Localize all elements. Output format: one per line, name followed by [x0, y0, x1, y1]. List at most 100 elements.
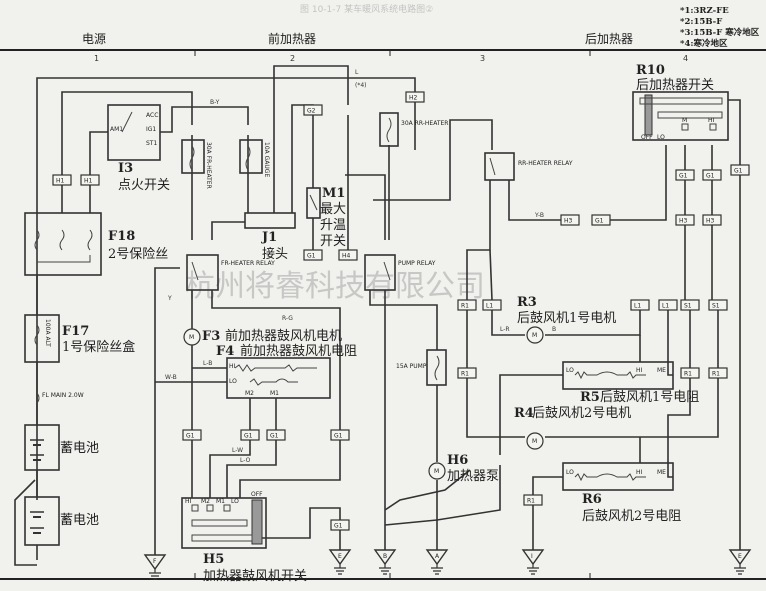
svg-text:M: M	[532, 332, 537, 339]
legend-item: *2:15B-F	[680, 17, 722, 27]
connector-label: H4	[342, 253, 351, 260]
component-id: I3	[118, 161, 133, 176]
connector-label: H1	[56, 178, 65, 185]
term: M	[682, 117, 687, 124]
connector-label: H2	[409, 95, 418, 102]
connector-label: R1	[461, 371, 469, 378]
fr-heater-relay: FR-HEATER RELAY	[186, 254, 275, 291]
connector: R1	[523, 494, 543, 506]
connector: R1	[457, 299, 477, 311]
relay-label: RR-HEATER RELAY	[518, 160, 573, 167]
component-id: R5	[580, 390, 600, 405]
relay-label: PUMP RELAY	[398, 260, 436, 267]
term: HI	[636, 469, 643, 476]
connector: G1	[303, 249, 323, 261]
component-name: 前加热器鼓风机电机	[225, 328, 342, 344]
connector: H3	[702, 214, 722, 226]
component-name: 最大	[320, 202, 346, 217]
rear-blower-resistor-r6: LO HI ME R6 后鼓风机2号电阻	[562, 462, 681, 524]
component-name: 后鼓风机1号电机	[517, 311, 616, 326]
term: HI	[185, 498, 192, 505]
wire-code: B-Y	[210, 99, 220, 106]
column-number: 4	[683, 54, 688, 63]
term: LO	[566, 367, 574, 374]
connector-label: G2	[307, 108, 316, 115]
connector-label: L1	[662, 303, 669, 310]
ground-label: A	[435, 553, 440, 560]
connector-label: G1	[679, 173, 688, 180]
section-front-heater: 前加热器	[268, 31, 316, 46]
legend-item: *3:15B-F 寒冷地区	[680, 27, 760, 38]
rear-blower-motor-r3: M R3 后鼓风机1号电机	[517, 295, 616, 344]
ground-icon: E	[328, 549, 352, 575]
component-name: 后鼓风机2号电机	[532, 406, 631, 421]
wire-code: (*4)	[355, 82, 367, 89]
wire-code: L-W	[232, 447, 243, 454]
term: OFF	[641, 134, 653, 141]
fuse-gauge: 10A GAUGE	[239, 139, 270, 177]
component-id: M1	[322, 186, 345, 201]
fuse-label: 15A PUMP	[396, 363, 427, 370]
legend-item: *4:寒冷地区	[680, 38, 728, 49]
wire-code: W-B	[165, 374, 177, 381]
connector-label: R1	[527, 498, 535, 505]
column-ticks	[194, 50, 591, 579]
faint-title: 图 10-1-7 某车暖风系统电路图②	[300, 3, 433, 15]
component-name: 加热器鼓风机开关	[203, 569, 307, 584]
legend: *1:3RZ-FE *2:15B-F *3:15B-F 寒冷地区 *4:寒冷地区	[680, 6, 760, 49]
term: ME	[657, 469, 666, 476]
connector-label: R1	[712, 371, 720, 378]
wire-code: R-G	[282, 315, 293, 322]
column-number: 2	[290, 54, 295, 63]
component-id: F18	[108, 229, 135, 244]
connector-label: G1	[334, 523, 343, 530]
component-id: R4	[514, 406, 534, 421]
ground-label: F	[153, 558, 157, 565]
ground-label: I	[531, 553, 533, 560]
component-name: 接头	[262, 246, 288, 262]
connector-label: G1	[734, 168, 743, 175]
connector: H1	[80, 174, 100, 186]
connector-label: R1	[461, 303, 469, 310]
connector: R1	[708, 367, 728, 379]
term-ig1: IG1	[146, 126, 156, 133]
component-name: 蓄电池	[60, 441, 99, 456]
component-id: H6	[447, 453, 468, 468]
battery-2: 蓄电池	[24, 496, 99, 546]
component-name: 2号保险丝	[108, 247, 168, 262]
connector: G1	[240, 429, 260, 441]
connector-label: L1	[634, 303, 641, 310]
connector-label: R1	[684, 371, 692, 378]
connector-label: G1	[244, 433, 253, 440]
svg-text:M: M	[532, 438, 537, 445]
term-acc: ACC	[146, 112, 158, 119]
term: HI	[708, 117, 715, 124]
connector: G1	[182, 429, 202, 441]
component-name: 后鼓风机2号电阻	[582, 509, 681, 524]
component-name: 后鼓风机1号电阻	[600, 390, 699, 405]
wire-code: Y-B	[534, 212, 544, 219]
term: LO	[657, 134, 665, 141]
term: LO	[229, 378, 237, 385]
wire-code: L-R	[500, 326, 510, 333]
svg-text:M: M	[189, 334, 194, 341]
component-id: R10	[636, 63, 665, 78]
connector: G1	[730, 164, 750, 176]
connector-label: H1	[84, 178, 93, 185]
wire-code: L	[355, 69, 359, 76]
fuse-rr-heater: 30A RR-HEATER	[379, 112, 448, 147]
connector: G1	[330, 429, 350, 441]
fuse-box-f17: 100A ALT FL MAIN 2.0W F17 1号保险丝盒	[24, 314, 135, 404]
connector: S1	[708, 299, 728, 311]
connector-label: G1	[706, 173, 715, 180]
connector-label: L1	[486, 303, 493, 310]
term-st1: ST1	[146, 140, 157, 147]
connector-label: G1	[595, 218, 604, 225]
connector-label: H3	[564, 218, 573, 225]
connector: H3	[560, 214, 580, 226]
rear-blower-resistor-r5: LO HI ME R5 后鼓风机1号电阻	[562, 361, 699, 405]
component-id: R6	[582, 492, 602, 507]
battery-1: 蓄电池	[24, 424, 99, 471]
ground-icon: B	[373, 549, 397, 575]
connector: R1	[457, 367, 477, 379]
